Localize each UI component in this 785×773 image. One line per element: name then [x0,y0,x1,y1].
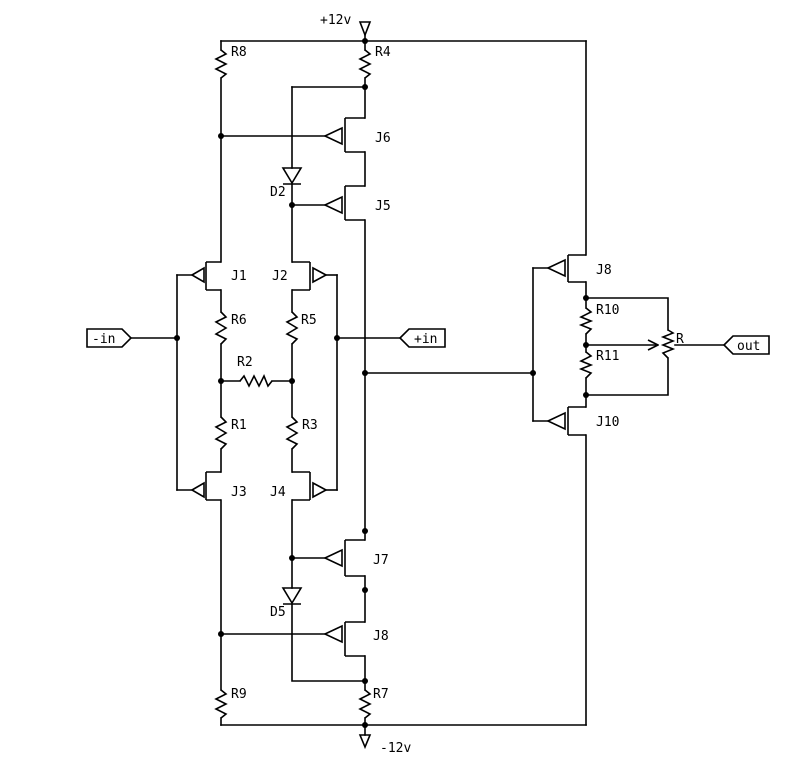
supply-neg-arrow-icon [358,734,372,750]
wiper-arrow-icon [647,339,659,351]
jfet-j7 [323,539,365,577]
label-j10: J10 [596,415,619,430]
resistor-r7 [358,689,372,719]
label-d5: D5 [270,605,286,620]
label-r11: R11 [596,349,619,364]
labels: +12v -12v -in +in out R8 R4 J6 D2 J5 J1 … [92,13,760,756]
diode-d5 [281,587,303,605]
label-d2: D2 [270,185,286,200]
label-j8-lower: J8 [373,629,389,644]
resistor-r4 [358,49,372,79]
label-pos-rail: +12v [320,13,351,28]
label-j6: J6 [375,131,391,146]
jfet-j5 [323,185,365,221]
resistor-r8 [214,49,228,79]
label-r9: R9 [231,687,247,702]
jfet-j3 [190,471,221,501]
label-r2: R2 [237,355,253,370]
resistors [214,49,676,719]
jfet-j2 [292,261,328,291]
jfet-j8-lower [323,621,365,657]
label-r4: R4 [375,45,391,60]
label-r7: R7 [373,687,389,702]
label-r1: R1 [231,418,247,433]
label-j7: J7 [373,553,389,568]
label-j8-output: J8 [596,263,612,278]
resistor-r9 [214,689,228,719]
jfet-j8-output [546,254,586,283]
label-r5: R5 [301,313,317,328]
resistor-r5 [285,311,299,345]
wires [130,34,725,736]
diode-d2 [281,167,303,185]
resistor-r11 [578,351,594,379]
label-j4: J4 [270,485,286,500]
resistor-r2 [239,374,273,388]
label-neg-rail: -12v [380,741,411,756]
port-in-minus-flag [86,328,133,348]
port-in-plus-label: +in [414,332,437,347]
port-out-flag [722,335,770,355]
label-j5: J5 [375,199,391,214]
junctions [174,38,589,728]
transistors [190,117,586,657]
jfet-j1 [190,261,221,291]
label-j3: J3 [231,485,247,500]
port-in-minus-label: -in [92,332,115,347]
supply-pos-arrow-icon [358,21,372,38]
label-r3: R3 [302,418,318,433]
label-r10: R10 [596,303,619,318]
resistor-r10 [578,307,594,335]
potentiometer-r [660,329,676,359]
resistor-r1 [214,416,228,450]
jfet-j4 [292,471,328,501]
port-in-plus-flag [398,328,446,348]
label-pot-r: R [676,332,684,347]
jfet-j6 [323,117,365,153]
jfet-j10 [546,406,586,436]
label-r6: R6 [231,313,247,328]
label-j2: J2 [272,269,288,284]
resistor-r6 [214,311,228,345]
port-out-label: out [737,339,760,354]
diodes [281,167,303,605]
label-j1: J1 [231,269,247,284]
label-r8: R8 [231,45,247,60]
resistor-r3 [285,416,299,450]
